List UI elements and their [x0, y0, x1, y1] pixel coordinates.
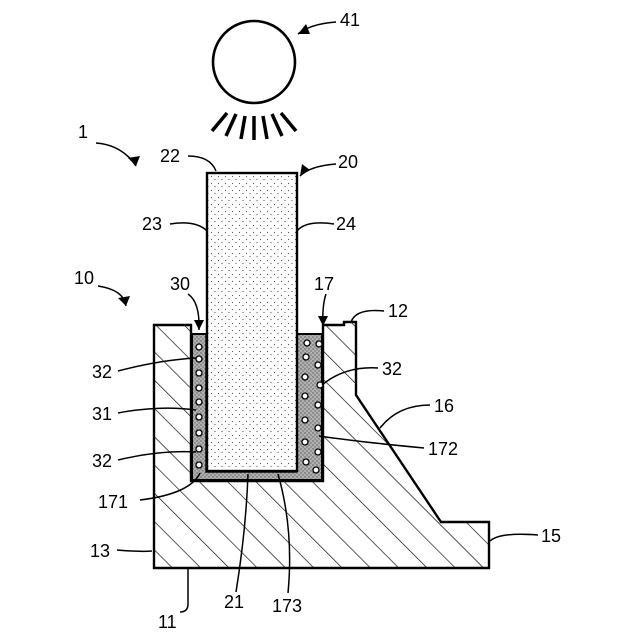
label-32-right: 32 — [382, 359, 402, 379]
light-rays — [212, 113, 296, 140]
label-171: 171 — [98, 492, 128, 512]
label-11: 11 — [158, 612, 177, 632]
label-12: 12 — [388, 301, 408, 321]
label-24: 24 — [336, 214, 356, 234]
label-32-left-bottom: 32 — [92, 451, 112, 471]
rod — [207, 173, 297, 471]
label-13: 13 — [90, 541, 110, 561]
label-32-left-top: 32 — [92, 362, 112, 382]
label-30: 30 — [170, 274, 190, 294]
label-173: 173 — [272, 596, 302, 616]
label-21: 21 — [224, 592, 244, 612]
label-41: 41 — [340, 10, 360, 30]
label-23: 23 — [142, 214, 162, 234]
label-17: 17 — [314, 274, 334, 294]
label-20: 20 — [338, 152, 358, 172]
label-1: 1 — [78, 122, 88, 142]
label-16: 16 — [434, 396, 454, 416]
label-15: 15 — [541, 526, 561, 546]
label-10: 10 — [74, 268, 94, 288]
light-source-icon — [213, 21, 295, 103]
label-31: 31 — [92, 404, 112, 424]
label-172: 172 — [428, 439, 458, 459]
label-22: 22 — [160, 146, 180, 166]
